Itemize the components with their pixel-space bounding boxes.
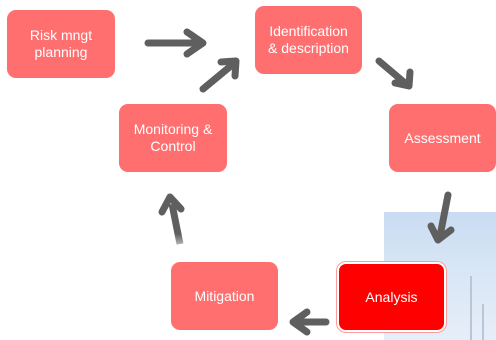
node-mitigation: Mitigation	[171, 262, 278, 330]
arrow-analysis-to-mitigation	[289, 308, 330, 336]
node-analysis: Analysis	[337, 262, 446, 332]
node-identification-description: Identification & description	[255, 6, 362, 74]
arrow-monitoring-to-identification	[199, 57, 240, 93]
arrow-mitigation-to-monitoring	[158, 193, 185, 245]
node-risk-management-planning: Risk mngt planning	[7, 10, 115, 78]
node-monitoring-control: Monitoring & Control	[119, 104, 227, 172]
arrow-planning-to-identification	[144, 28, 207, 58]
arrow-identification-to-assessment	[375, 57, 414, 90]
node-assessment: Assessment	[389, 104, 496, 172]
arrow-assessment-to-analysis	[427, 191, 455, 244]
